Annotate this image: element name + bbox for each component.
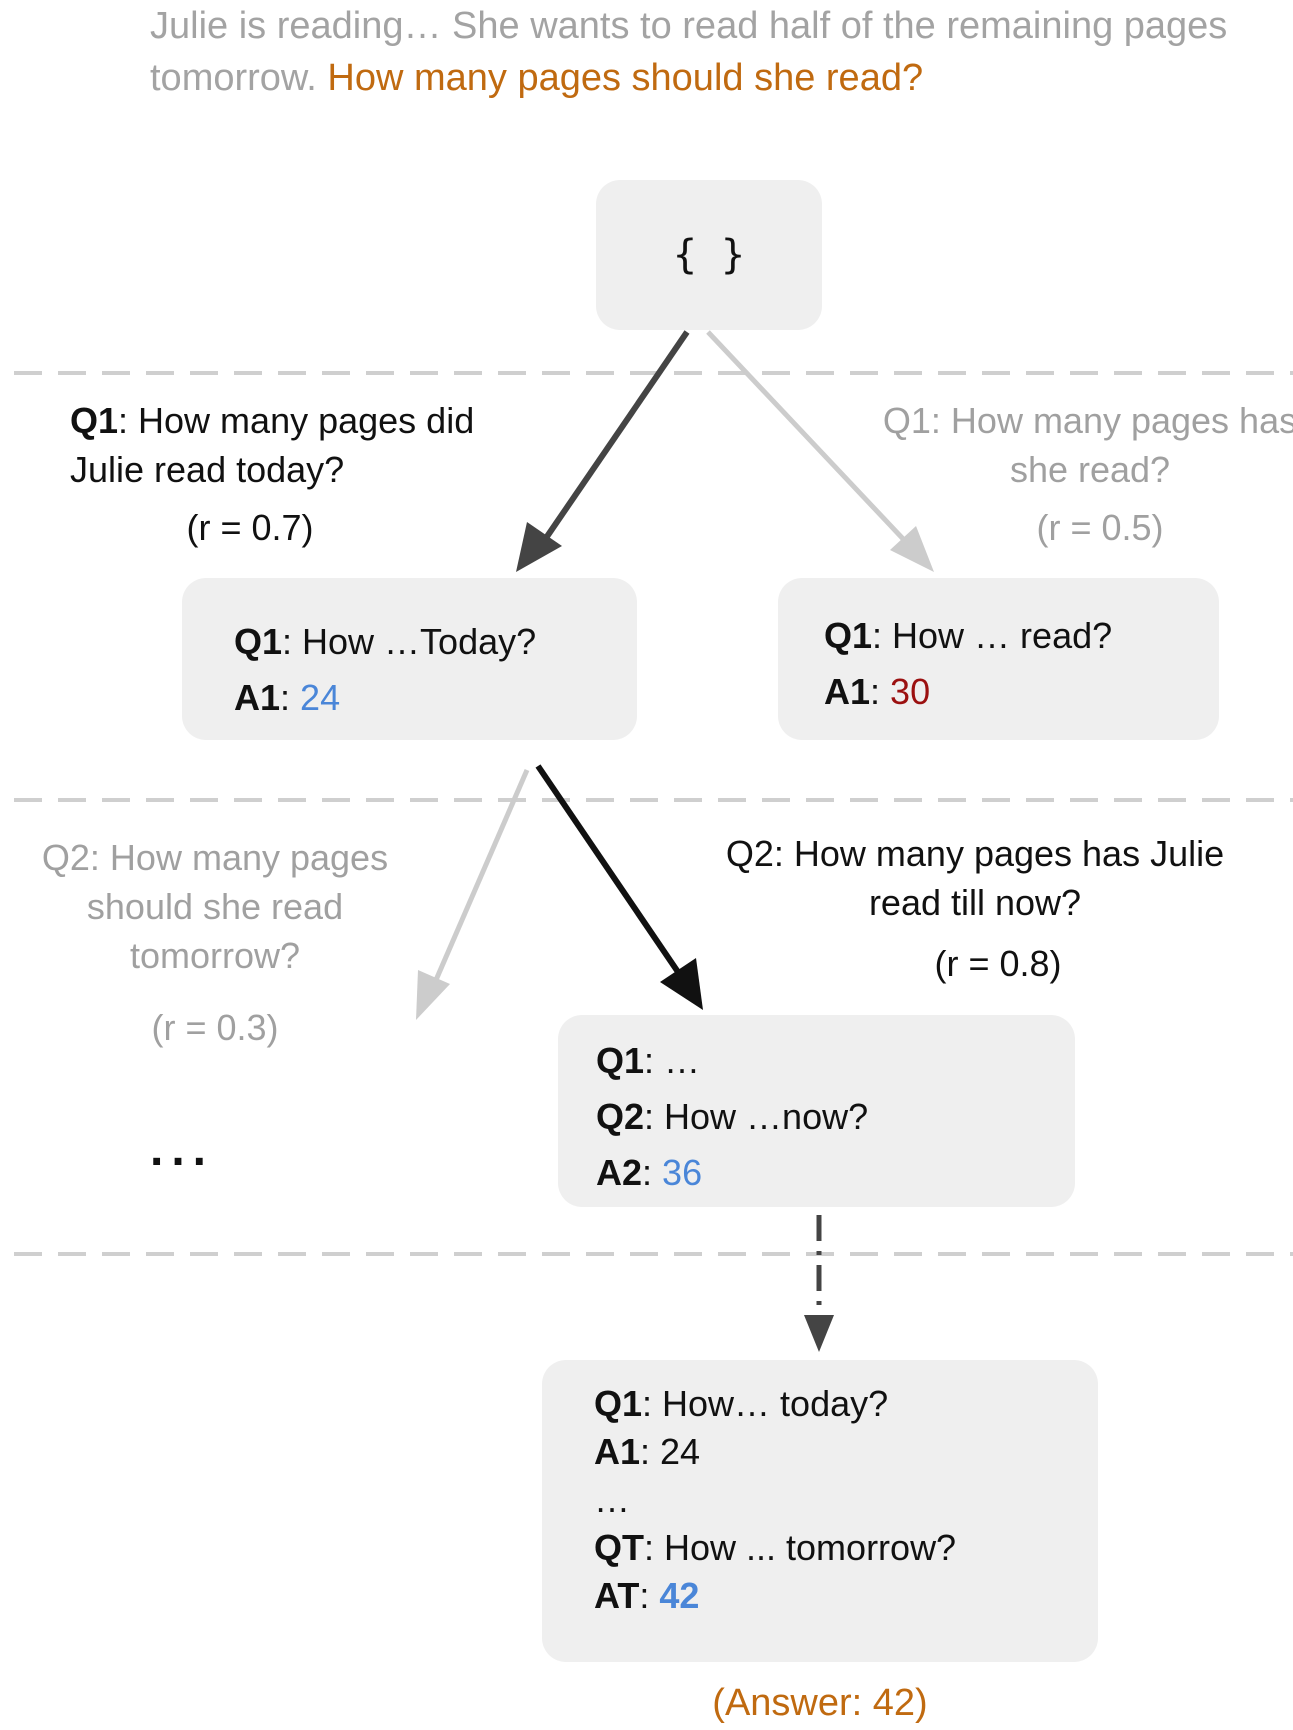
node3-q2: Q2: How …now? — [596, 1089, 1075, 1145]
branch-left-q1-reward: (r = 0.7) — [186, 507, 314, 548]
node2-q-label: Q1 — [824, 615, 873, 656]
node3-q1: Q1: … — [596, 1033, 1075, 1089]
branch-right-q1: Q1: How many pages has she read? — [882, 400, 1293, 490]
branch-left-q1-text: : How many pages did Julie read today? — [70, 400, 475, 490]
node-level2-selected: Q1: … Q2: How …now? A2: 36 — [558, 1015, 1075, 1207]
node1-a-label: A1 — [234, 677, 281, 718]
branch-left-q2-reward: (r = 0.3) — [151, 1007, 279, 1048]
edge-root-node1 — [543, 330, 690, 540]
node4-ellipsis: … — [594, 1479, 630, 1520]
node2-a-value: 30 — [890, 671, 931, 712]
node2-answer: A1: 30 — [824, 664, 1219, 720]
root-node-text: { } — [672, 232, 746, 278]
branch-left-q1: Q1: How many pages did Julie read today? — [0, 396, 480, 494]
node3-a-label: A2 — [596, 1152, 643, 1193]
node4-qt: QT: How ... tomorrow? — [594, 1524, 1098, 1572]
problem-question: How many pages should she read? — [327, 57, 924, 99]
node4-at-sep: : — [639, 1575, 660, 1616]
node4-qt-label: QT — [594, 1527, 644, 1568]
node4-at-label: AT — [594, 1575, 640, 1616]
node1-a-sep: : — [280, 677, 301, 718]
node2-q-text: : How … read? — [872, 615, 1113, 656]
branch-left-q2: Q2: How many pages should she read tomor… — [41, 837, 389, 976]
node-final: Q1: How… today? A1: 24 … QT: How ... tom… — [542, 1360, 1098, 1662]
arrowhead-root-node2 — [890, 526, 934, 572]
node4-q1-label: Q1 — [594, 1383, 643, 1424]
edge-root-node2 — [706, 330, 908, 544]
node3-q2-label: Q2 — [596, 1096, 645, 1137]
problem-context: Julie is reading… She wants to read half… — [150, 5, 1228, 99]
node1-answer: A1: 24 — [234, 670, 637, 726]
branch-left-q1-label: Q1 — [70, 400, 119, 441]
node1-a-value: 24 — [300, 677, 341, 718]
node3-answer: A2: 36 — [596, 1145, 1075, 1201]
node4-a1-label: A1 — [594, 1431, 641, 1472]
node1-q-text: : How …Today? — [282, 621, 537, 662]
arrowhead-root-node1 — [516, 522, 562, 572]
arrowhead-node3-node4 — [804, 1315, 834, 1352]
root-node: { } — [596, 180, 822, 330]
node3-q1-label: Q1 — [596, 1040, 645, 1081]
node1-q-label: Q1 — [234, 621, 283, 662]
arrowhead-node1-node3 — [660, 958, 703, 1010]
node4-q1: Q1: How… today? — [594, 1380, 1098, 1428]
edge-node1-node3 — [535, 764, 681, 974]
more-branches-ellipsis: ... — [150, 1123, 215, 1176]
node1-question: Q1: How …Today? — [234, 614, 637, 670]
node3-a-value: 36 — [662, 1152, 703, 1193]
node3-q2-text: : How …now? — [644, 1096, 869, 1137]
arrowhead-node1-left — [416, 970, 450, 1020]
node4-at-value: 42 — [659, 1575, 700, 1616]
node4-a1-text: : 24 — [640, 1431, 701, 1472]
branch-right-q2: Q2: How many pages has Julie read till n… — [725, 833, 1225, 923]
node4-a1: A1: 24 — [594, 1428, 1098, 1476]
node3-q1-text: : … — [644, 1040, 701, 1081]
edge-node1-left — [433, 769, 530, 981]
node4-qt-text: : How ... tomorrow? — [644, 1527, 957, 1568]
node3-a-sep: : — [642, 1152, 663, 1193]
branch-right-q2-reward: (r = 0.8) — [934, 943, 1062, 984]
node2-a-sep: : — [870, 671, 891, 712]
node4-at: AT: 42 — [594, 1572, 1098, 1620]
node4-q1-text: : How… today? — [642, 1383, 889, 1424]
node-level1-rejected: Q1: How … read? A1: 30 — [778, 578, 1219, 740]
node2-question: Q1: How … read? — [824, 608, 1219, 664]
node2-a-label: A1 — [824, 671, 871, 712]
final-answer: (Answer: 42) — [712, 1682, 928, 1724]
node-level1-selected: Q1: How …Today? A1: 24 — [182, 578, 637, 740]
branch-right-q1-reward: (r = 0.5) — [1036, 507, 1164, 548]
problem-statement: Julie is reading… She wants to read half… — [150, 0, 1260, 104]
